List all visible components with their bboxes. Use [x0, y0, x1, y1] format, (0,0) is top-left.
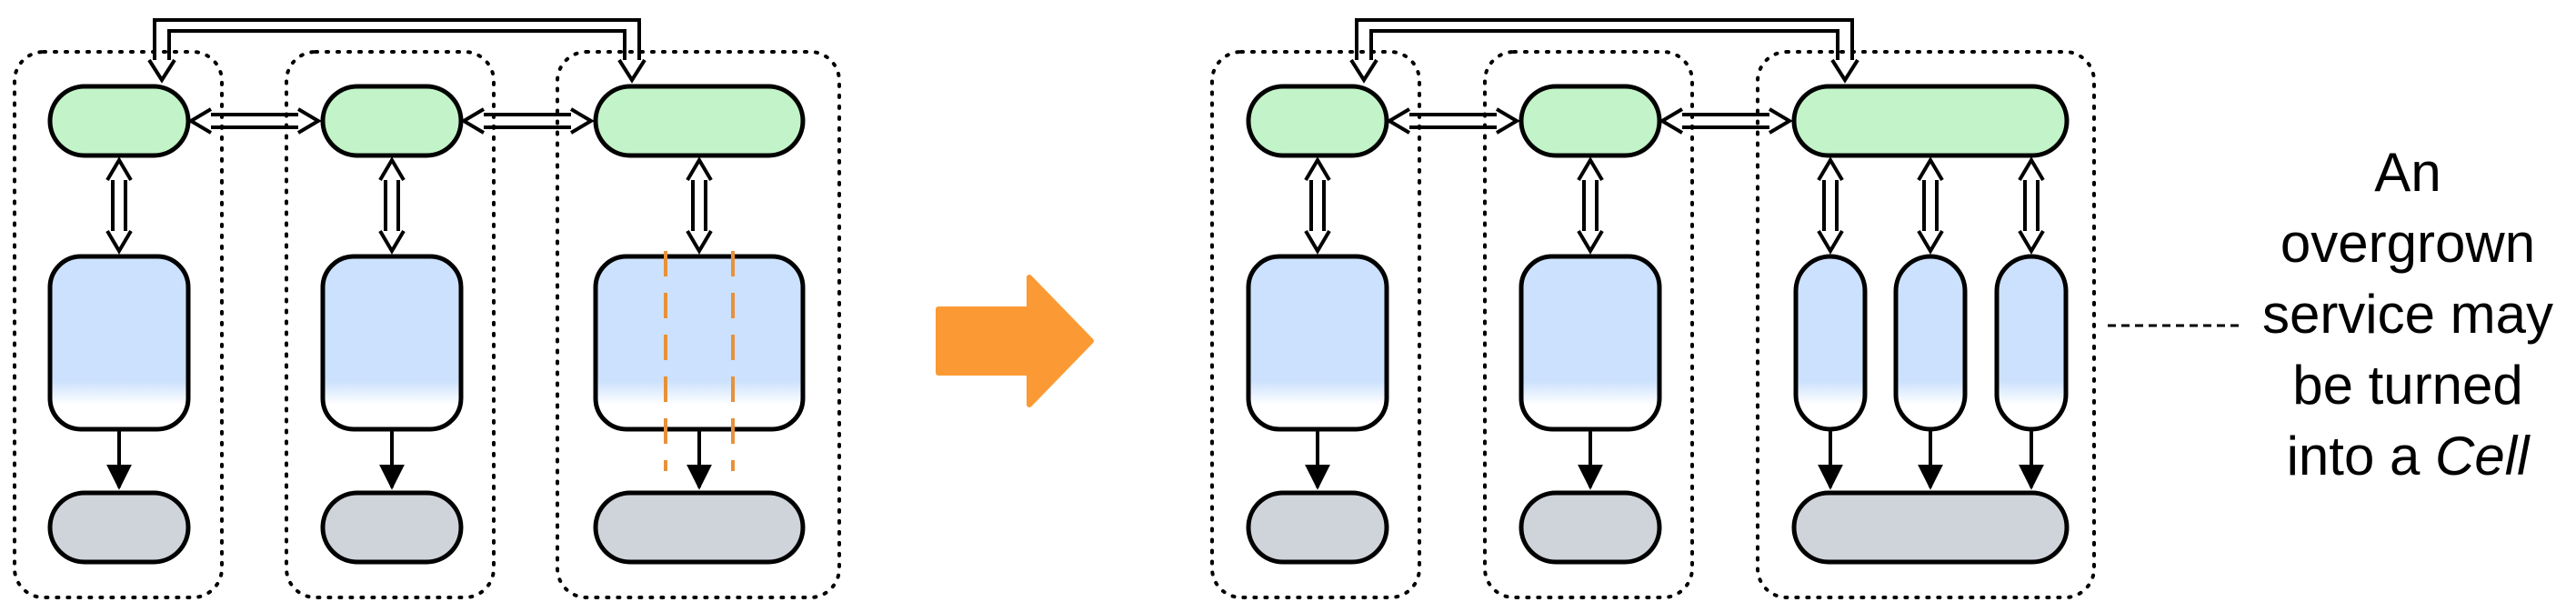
frontend-service-link-1-after	[1304, 156, 1331, 255]
caption-line-3: service may	[2262, 284, 2553, 345]
frontend-node-1-after	[1246, 84, 1389, 158]
split-dash-lines	[664, 251, 735, 471]
frontend-node-1	[47, 84, 191, 158]
service-box-2	[320, 254, 464, 432]
frontend-service-link-2	[378, 156, 406, 255]
frontend-node-2	[320, 84, 464, 158]
frontend-service-link-3	[686, 156, 713, 255]
right-arrow-icon	[936, 275, 1094, 407]
top-link-connector	[147, 18, 647, 84]
service-group-2-after	[1483, 50, 1694, 599]
storage-node-2	[320, 490, 464, 565]
service-group-1	[13, 50, 224, 599]
storage-node-3	[593, 490, 806, 565]
cell-service-b	[1893, 254, 1968, 432]
cell-frontend-link-a	[1817, 156, 1844, 255]
cell-service-a	[1793, 254, 1868, 432]
service-group-2	[285, 50, 496, 599]
caption-line-4: be turned	[2292, 355, 2523, 416]
service-box-2-after	[1519, 254, 1662, 432]
frontend-link-2-3	[460, 107, 595, 135]
cell-frontend-link-c	[2018, 156, 2045, 255]
cell-frontend-node	[1791, 84, 2070, 158]
cell-service-c	[1994, 254, 2069, 432]
frontend-link-1-2-after	[1386, 107, 1520, 135]
caption-cell-emphasis: Cell	[2435, 426, 2531, 487]
service-group-3	[556, 50, 841, 599]
cell-group	[1756, 50, 2096, 599]
frontend-link-1-2	[187, 107, 322, 135]
frontend-service-link-1	[105, 156, 133, 255]
caption: An overgrown service may be turned into …	[2262, 142, 2553, 487]
top-link-connector-after	[1349, 18, 1859, 84]
service-box-1-after	[1246, 254, 1389, 432]
left-diagram	[13, 18, 841, 599]
service-box-3-overgrown	[593, 254, 806, 432]
storage-node-2-after	[1519, 490, 1662, 565]
storage-node-1	[47, 490, 191, 565]
cell-frontend-link-b	[1917, 156, 1944, 255]
right-diagram	[1210, 18, 2096, 599]
service-group-1-after	[1210, 50, 1421, 599]
storage-node-1-after	[1246, 490, 1389, 565]
frontend-node-2-after	[1519, 84, 1662, 158]
caption-line-1: An	[2374, 142, 2441, 203]
caption-line-5: into a Cell	[2287, 426, 2531, 487]
cell-storage-node	[1791, 490, 2070, 565]
caption-line-5-prefix: into a	[2287, 426, 2435, 487]
service-box-1	[47, 254, 191, 432]
frontend-link-2-3-after	[1659, 107, 1793, 135]
frontend-node-3	[593, 84, 806, 158]
frontend-service-link-2-after	[1577, 156, 1604, 255]
caption-line-2: overgrown	[2280, 213, 2535, 274]
